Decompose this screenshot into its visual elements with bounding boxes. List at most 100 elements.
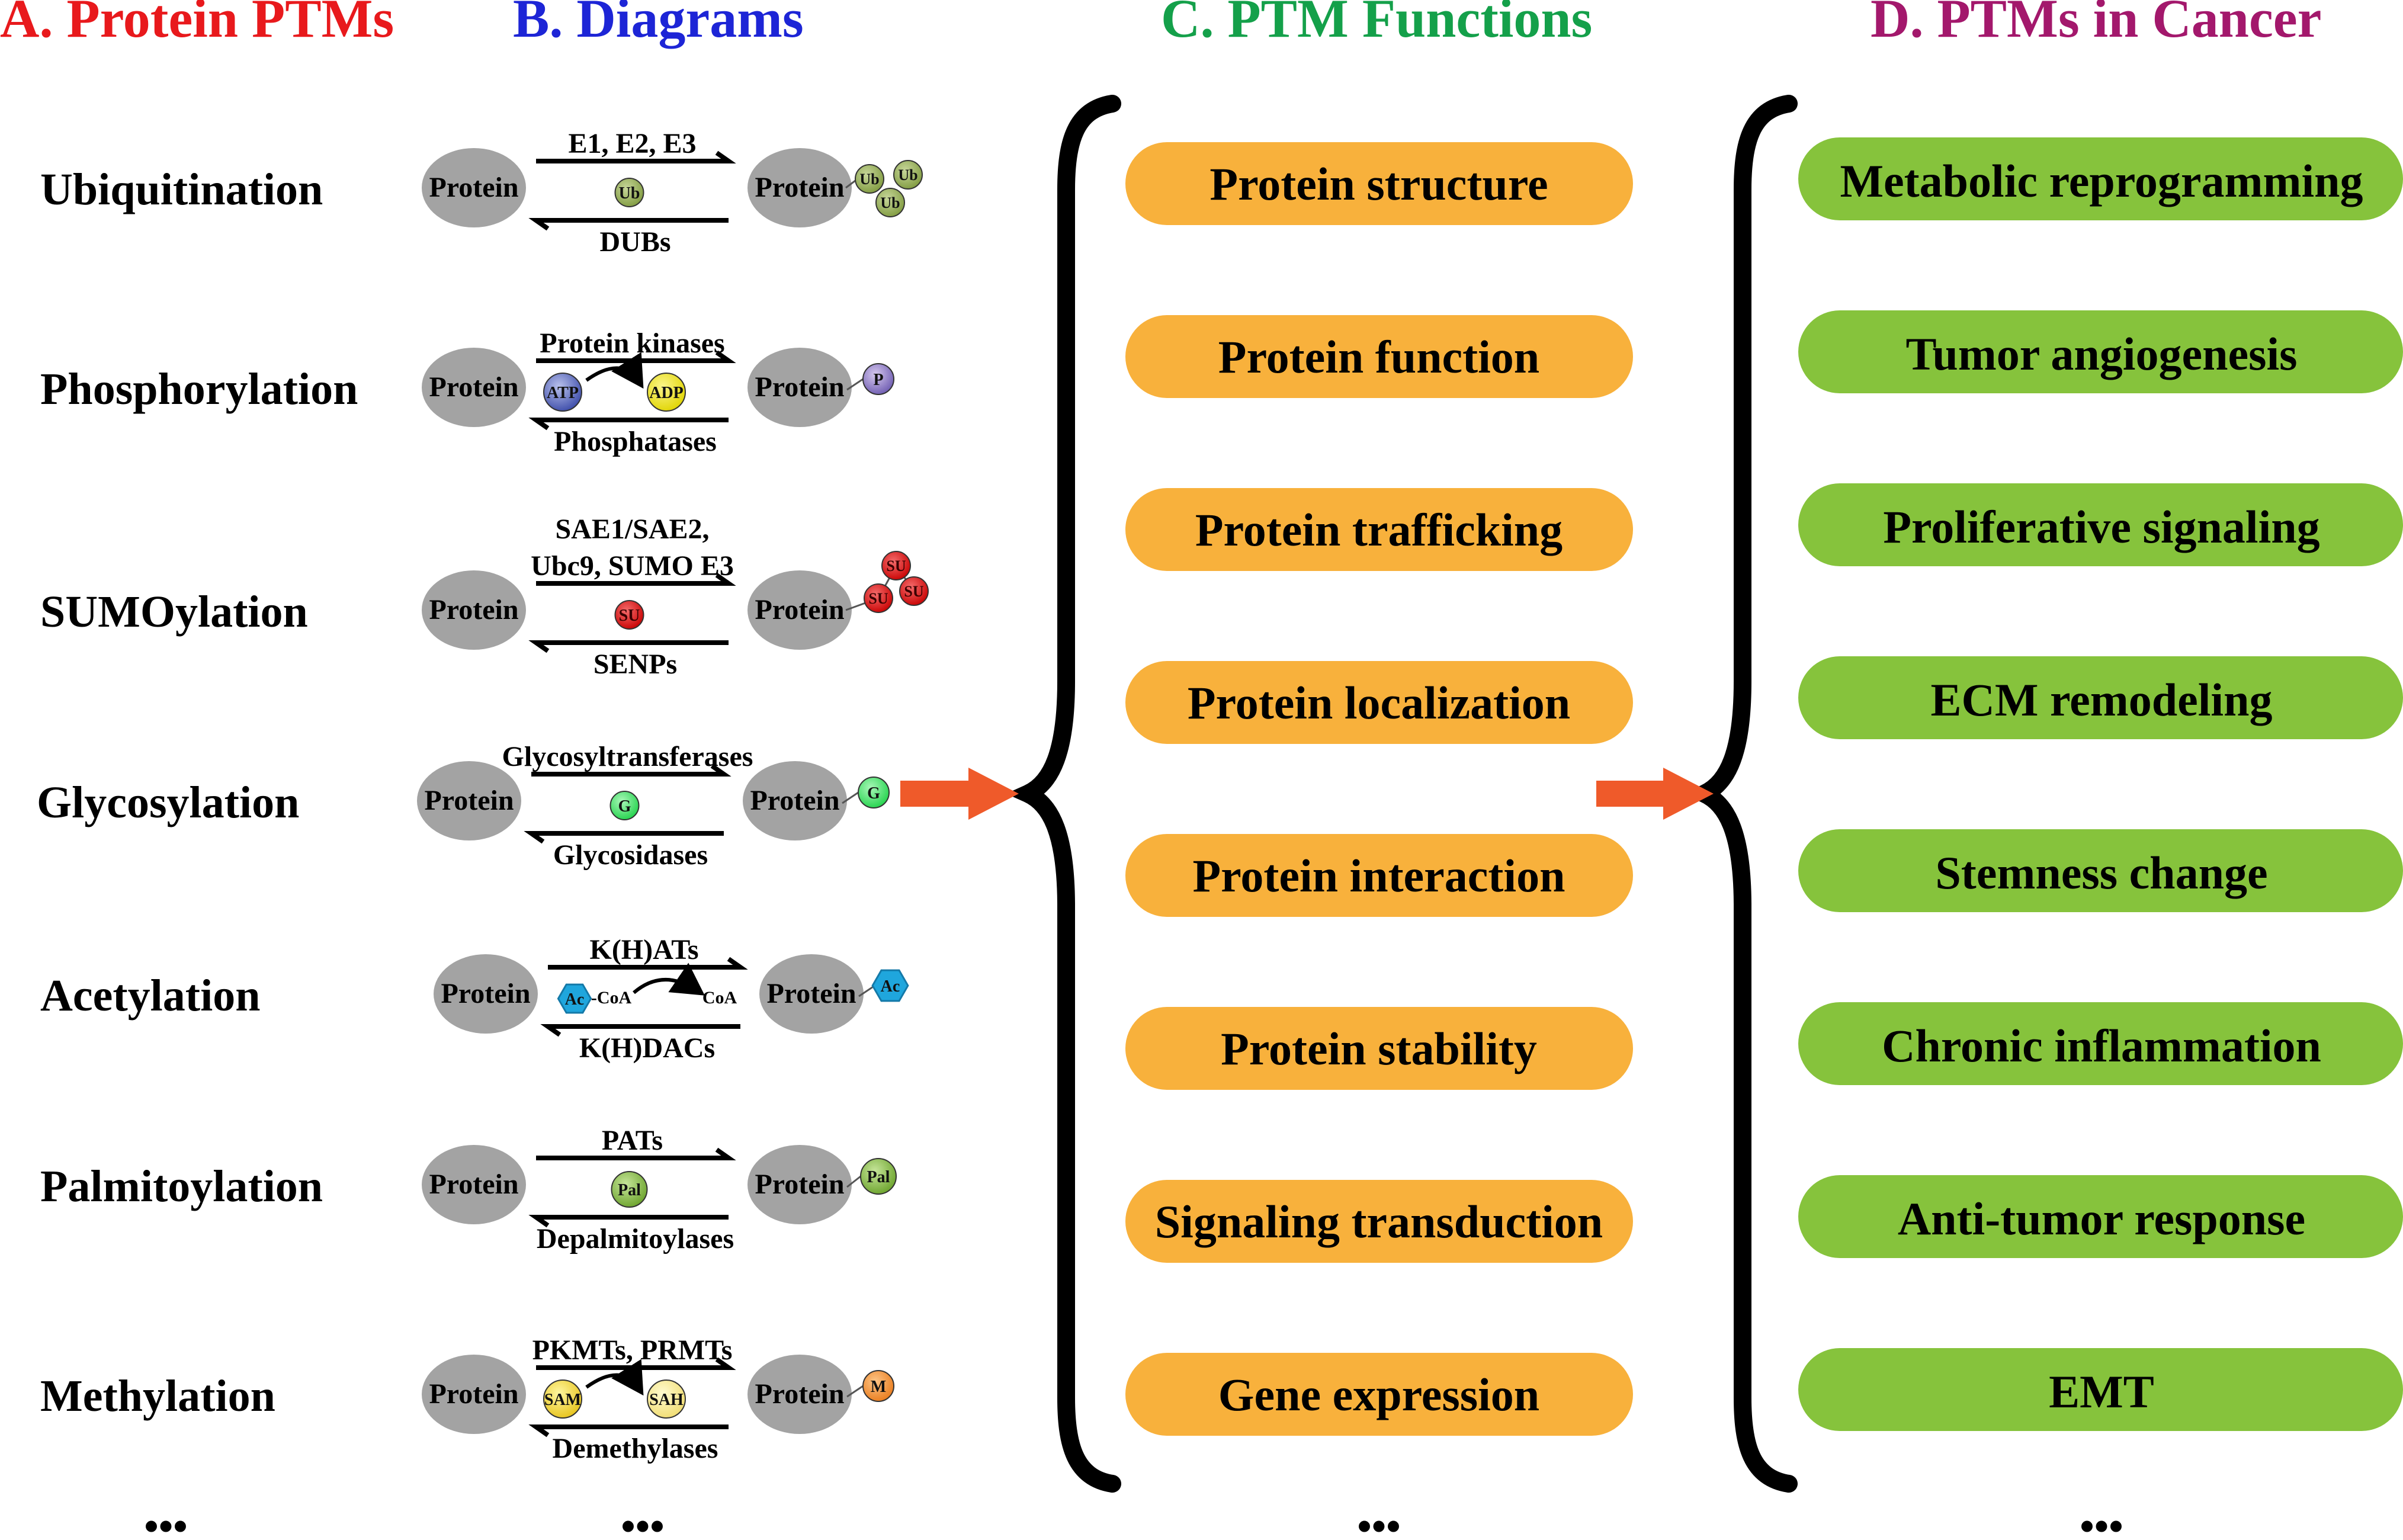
arrow-to-functions xyxy=(900,768,1019,820)
substrate-protein: Protein xyxy=(422,1145,526,1224)
reverse-arrow xyxy=(528,640,729,653)
product-p-icon: P xyxy=(862,363,894,395)
forward-enzyme-label: Ubc9, SUMO E3 xyxy=(531,550,734,582)
substrate-protein: Protein xyxy=(422,348,526,427)
ellipsis-functions: ••• xyxy=(1357,1504,1401,1540)
forward-arrow xyxy=(536,350,736,363)
reverse-arrow xyxy=(528,218,729,231)
protein-label: Protein xyxy=(429,1169,518,1200)
forward-enzyme-label: PKMTs, PRMTs xyxy=(532,1334,733,1366)
reverse-arrow xyxy=(528,1215,729,1228)
forward-arrow xyxy=(531,763,732,777)
right-brace xyxy=(1682,95,1798,1493)
reverse-enzyme-label: Depalmitoylases xyxy=(537,1223,734,1255)
ellipsis-diagrams: ••• xyxy=(621,1504,665,1540)
badge-label: Ac xyxy=(881,977,900,996)
ptm-name-sumoylation: SUMOylation xyxy=(40,587,308,637)
protein-label: Protein xyxy=(755,1169,844,1200)
forward-arrow xyxy=(536,573,736,586)
cancer-label: Chronic inflammation xyxy=(1882,1020,2321,1071)
ptm-name-palmitoylation: Palmitoylation xyxy=(40,1162,323,1211)
product-protein: Protein xyxy=(747,1145,852,1224)
product-protein: Protein xyxy=(747,348,852,427)
middle-su-icon: SU xyxy=(614,600,644,630)
forward-arrow xyxy=(536,1147,736,1160)
substrate-protein: Protein xyxy=(422,570,526,650)
badge-label: Pal xyxy=(867,1168,890,1186)
byproduct-sah-icon: SAH xyxy=(647,1379,686,1419)
badge-label: Ub xyxy=(859,171,879,188)
function-pill: Protein interaction xyxy=(1125,834,1633,917)
badge-label: SU xyxy=(886,557,906,575)
cancer-label: Stemness change xyxy=(1935,847,2267,899)
ub-icon: Ub xyxy=(855,164,884,194)
donor-sam-icon: SAM xyxy=(543,1379,582,1419)
reverse-enzyme-label: K(H)DACs xyxy=(579,1032,715,1064)
product-protein: Protein xyxy=(747,148,852,227)
badge-label: SU xyxy=(904,583,923,600)
reverse-arrow xyxy=(540,1024,740,1037)
ptm-name-ubiquitination: Ubiquitination xyxy=(40,165,323,214)
protein-label: Protein xyxy=(429,1378,518,1410)
cancer-pill: Metabolic reprogramming xyxy=(1798,137,2403,220)
product-m-icon: M xyxy=(862,1370,894,1402)
header-protein-ptms: A. Protein PTMs xyxy=(0,0,394,49)
cancer-pill: Proliferative signaling xyxy=(1798,483,2403,566)
function-label: Protein localization xyxy=(1188,677,1570,729)
protein-label: Protein xyxy=(755,371,844,403)
left-brace xyxy=(1006,95,1121,1493)
function-label: Protein stability xyxy=(1221,1023,1537,1074)
badge-label: ADP xyxy=(649,384,684,402)
ub-icon: Ub xyxy=(893,160,923,190)
protein-label: Protein xyxy=(755,594,844,625)
reverse-enzyme-label: Demethylases xyxy=(553,1433,718,1464)
function-label: Gene expression xyxy=(1218,1369,1539,1420)
badge-label: SAH xyxy=(649,1391,684,1409)
middle-pal-icon: Pal xyxy=(611,1171,648,1208)
substrate-protein: Protein xyxy=(422,148,526,227)
product-protein: Protein xyxy=(747,1355,852,1434)
product-pal-icon: Pal xyxy=(860,1158,897,1195)
badge-label: ATP xyxy=(547,384,579,402)
protein-label: Protein xyxy=(429,172,518,203)
cancer-pill: Chronic inflammation xyxy=(1798,1002,2403,1085)
cancer-label: EMT xyxy=(2049,1366,2154,1417)
sumo-icon: SU xyxy=(881,551,911,580)
sumo-icon: SU xyxy=(864,583,893,613)
badge-label: SAM xyxy=(544,1391,581,1409)
header-diagrams: B. Diagrams xyxy=(513,0,804,49)
function-pill: Protein localization xyxy=(1125,661,1633,744)
forward-enzyme-label: Protein kinases xyxy=(540,328,724,359)
cancer-pill: ECM remodeling xyxy=(1798,656,2403,739)
ptm-name-glycosylation: Glycosylation xyxy=(37,778,299,827)
badge-label: M xyxy=(871,1378,886,1396)
reverse-enzyme-label: DUBs xyxy=(599,226,670,258)
cancer-label: Metabolic reprogramming xyxy=(1840,155,2363,207)
badge-label: Pal xyxy=(618,1181,641,1199)
function-label: Protein function xyxy=(1218,331,1539,383)
arrow-to-cancer xyxy=(1596,768,1714,820)
ellipsis-ptms: ••• xyxy=(144,1504,188,1540)
product-protein: Protein xyxy=(743,761,847,840)
function-pill: Signaling transduction xyxy=(1125,1180,1633,1263)
substrate-protein: Protein xyxy=(434,954,538,1034)
function-label: Protein trafficking xyxy=(1195,504,1563,556)
cancer-label: Tumor angiogenesis xyxy=(1906,328,2298,380)
donor-atp-icon: ATP xyxy=(543,373,582,412)
forward-arrow xyxy=(536,150,736,163)
sumo-icon: SU xyxy=(899,576,929,606)
ub-icon: Ub xyxy=(875,188,905,217)
badge-label: Ub xyxy=(619,184,640,203)
protein-label: Protein xyxy=(755,1378,844,1410)
byproduct-label: CoA xyxy=(702,988,737,1008)
reverse-arrow xyxy=(528,418,729,431)
product-protein: Protein xyxy=(747,570,852,650)
function-label: Protein structure xyxy=(1209,158,1548,210)
product-g-icon: G xyxy=(858,777,890,808)
